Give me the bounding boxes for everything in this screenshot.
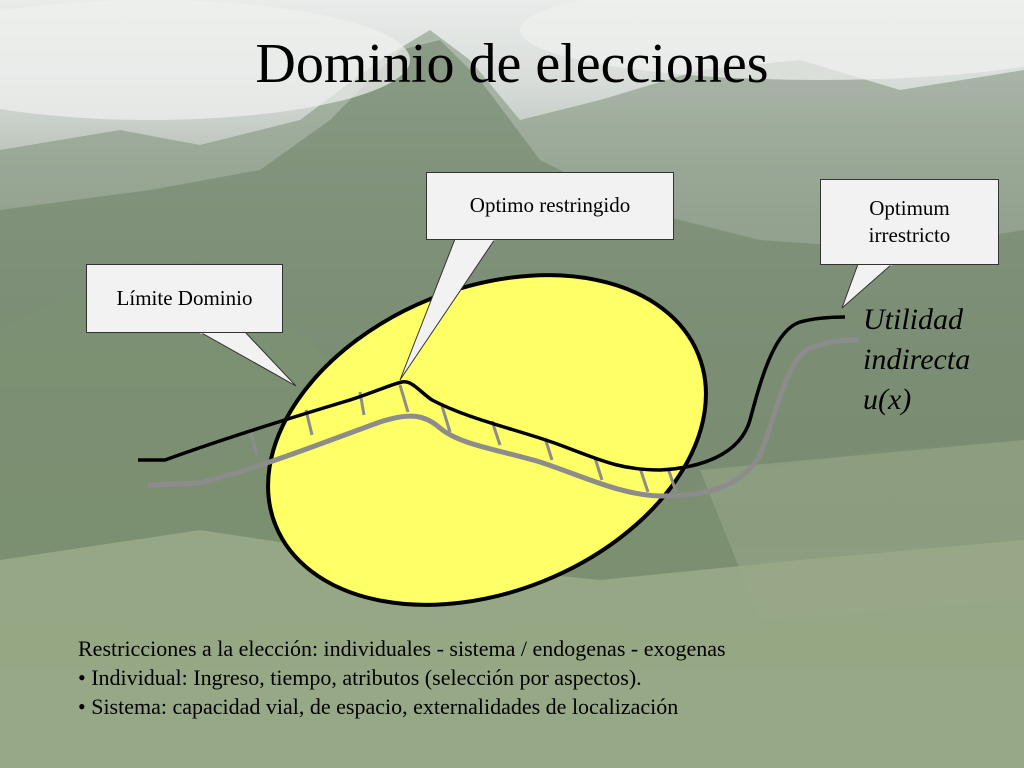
note-line-sistema: • Sistema: capacidad vial, de espacio, e… bbox=[78, 694, 679, 719]
indirect-utility-curve bbox=[138, 315, 846, 472]
note-line-individual: • Individual: Ingreso, tiempo, atributos… bbox=[78, 665, 642, 690]
limite-callout-pointer bbox=[198, 331, 297, 387]
callout-limite-label: Límite Dominio bbox=[116, 285, 253, 310]
notes-block: Restricciones a la elección: individuale… bbox=[78, 634, 998, 721]
utility-label-line3: u(x) bbox=[863, 383, 912, 416]
slide-title: Dominio de elecciones bbox=[255, 33, 769, 95]
utility-curve-label: Utilidad indirecta u(x) bbox=[863, 300, 970, 420]
callout-optimum-line2: irrestricto bbox=[868, 223, 951, 247]
callout-optimum-line1: Optimum bbox=[869, 195, 950, 220]
utility-label-line2: indirecta bbox=[863, 343, 971, 376]
callout-optimo-restringido: Optimo restringido bbox=[426, 172, 674, 240]
constrained-utility-curve bbox=[147, 337, 859, 499]
callout-optimo-label: Optimo restringido bbox=[469, 193, 631, 218]
utility-label-line1: Utilidad bbox=[863, 303, 964, 336]
callout-optimum-irrestricto: Optimum irrestricto bbox=[820, 179, 999, 265]
callout-limite-dominio: Límite Dominio bbox=[86, 264, 283, 333]
choice-domain-ellipse bbox=[266, 273, 708, 607]
note-line-restricciones: Restricciones a la elección: individuale… bbox=[78, 636, 726, 661]
